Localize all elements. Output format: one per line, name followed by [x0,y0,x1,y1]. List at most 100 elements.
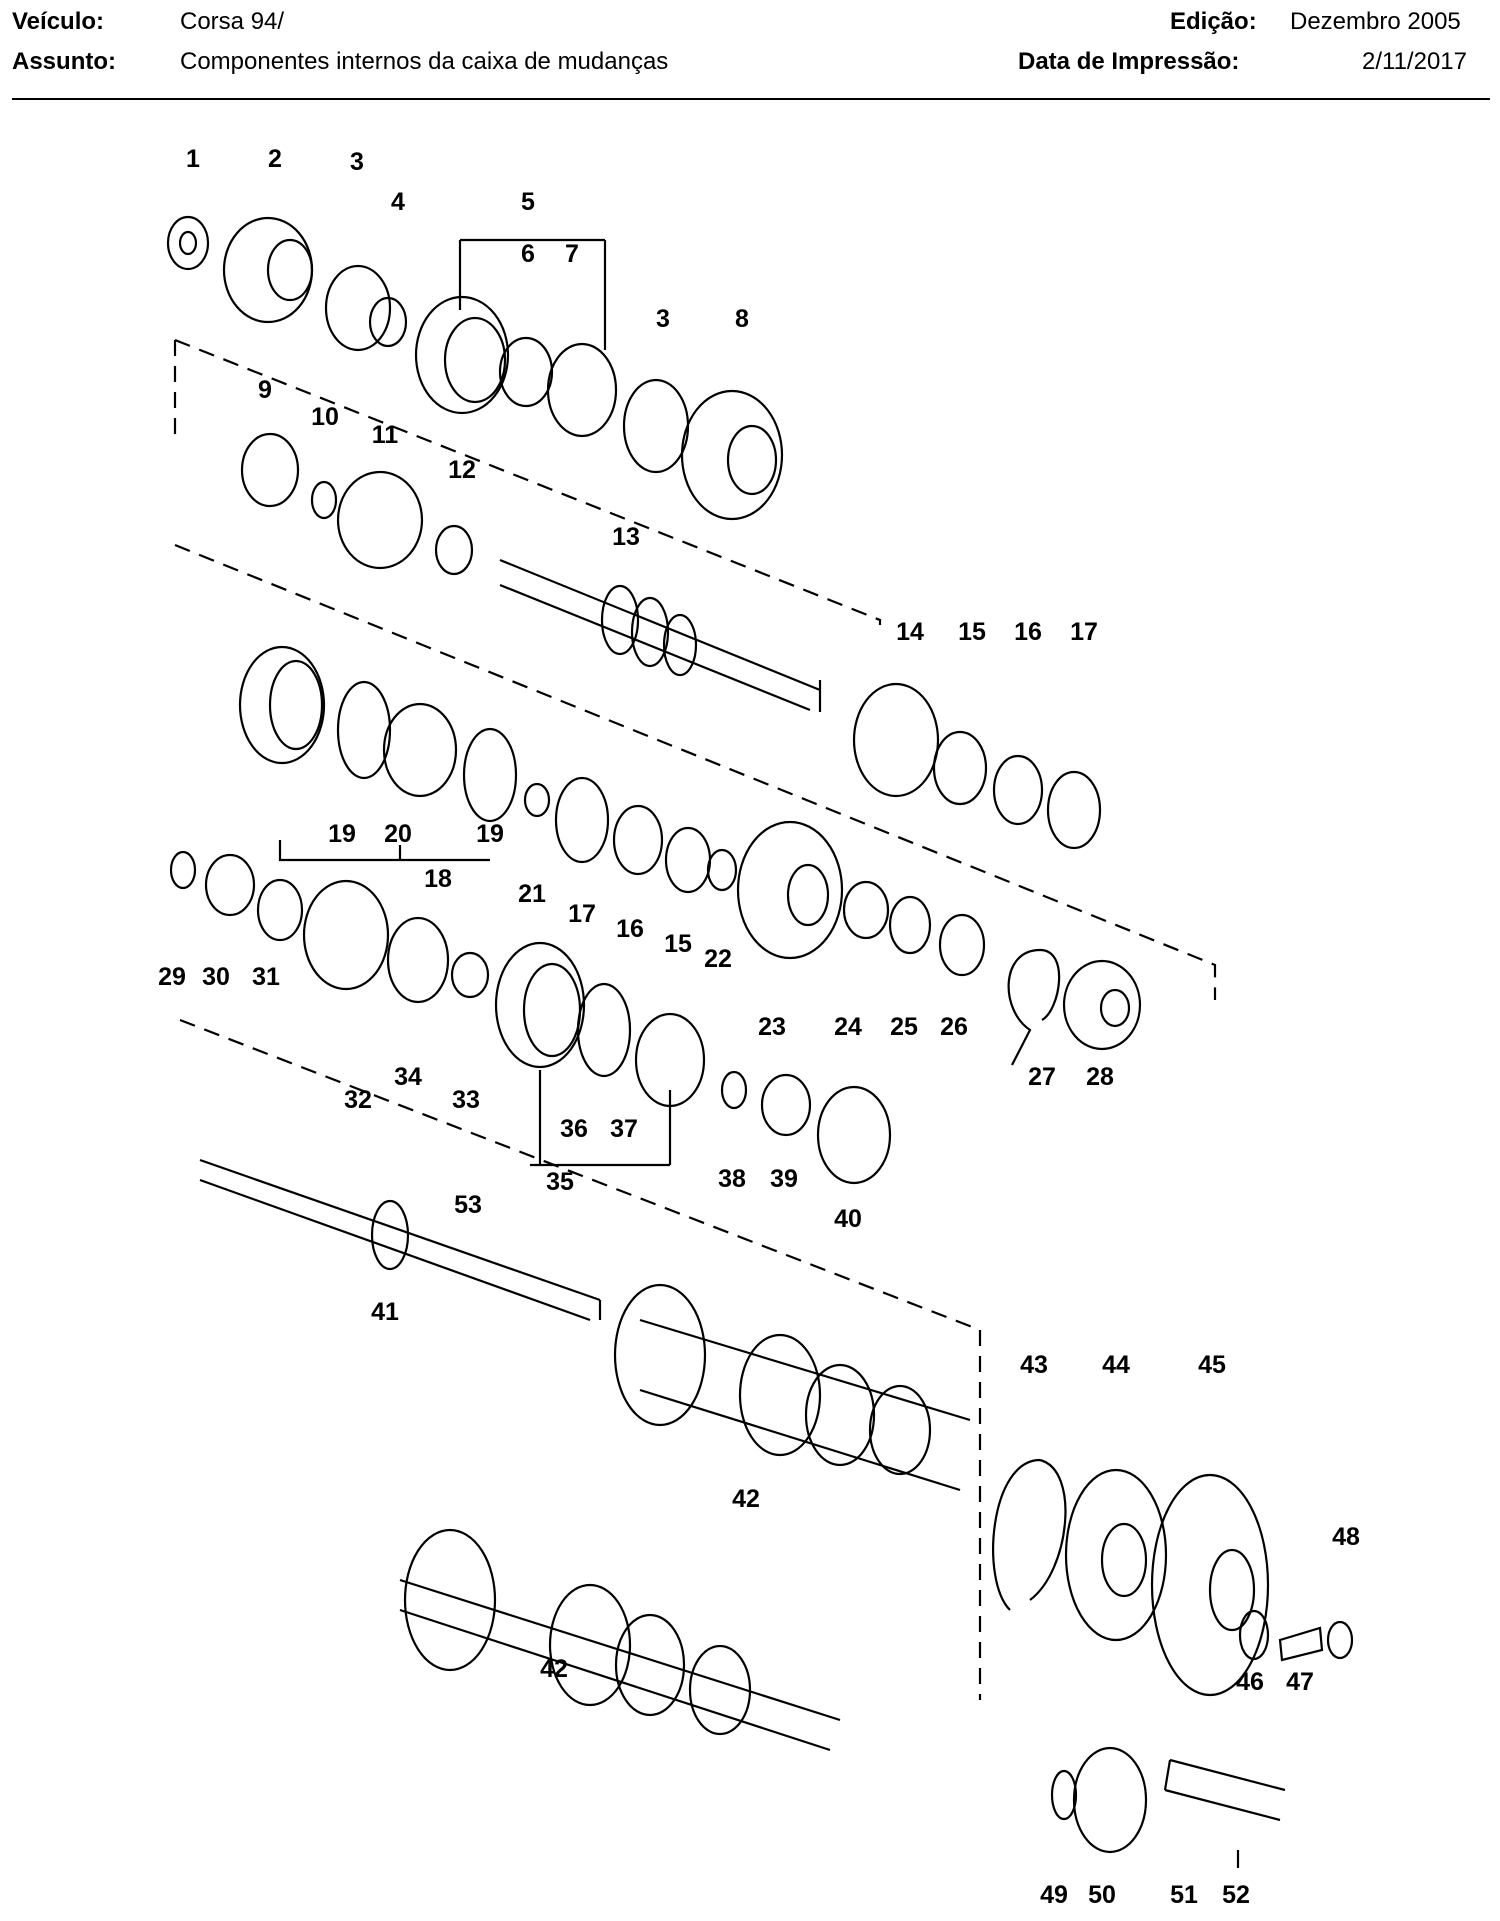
part-shaft-42b [399,1578,841,1752]
part-bolt-47 [1278,1626,1324,1662]
edition-value: Dezembro 2005 [1290,8,1461,35]
part-number-label: 41 [371,1298,399,1326]
part-spring-36 [576,982,632,1078]
part-clip-29 [169,850,197,890]
part-number-label: 52 [1222,1881,1250,1909]
part-number-label: 39 [770,1165,798,1193]
part-pin-51 [1163,1758,1286,1822]
part-number-label: 45 [1198,1351,1226,1379]
part-gear-23 [736,820,844,960]
part-number-label: 19 [328,820,356,848]
part-ring [622,378,690,474]
part-bearing-24 [842,880,890,940]
part-number-label: 36 [560,1115,588,1143]
part-number-label: 28 [1086,1063,1114,1091]
part-clip-10 [310,480,338,520]
part-number-label: 8 [735,305,749,333]
part-number-label: 17 [1070,618,1098,646]
part-number-label: 1 [186,145,200,173]
part-gear-45 [1150,1473,1270,1697]
part-clip-21 [523,782,551,818]
part-gear-8 [680,389,784,521]
part-number-label: 48 [1332,1523,1360,1551]
part-number-label: 11 [372,421,399,449]
subject-value: Componentes internos da caixa de mudança… [180,48,669,75]
part-washer-31 [256,878,304,942]
part-bearing-30 [204,853,256,917]
part-number-label: 21 [518,880,546,908]
part-sync-ring [324,264,392,352]
part-ring-16 [992,754,1044,826]
part-ring-16b [612,804,664,876]
part-number-label: 46 [1236,1668,1264,1696]
part-clip-38 [720,1070,748,1110]
part-number-label: 26 [940,1013,968,1041]
part-shaft-41 [199,1158,602,1322]
print-date-label: Data de Impressão: [1018,48,1240,75]
part-washer-25 [888,895,932,955]
part-number-label: 33 [452,1086,480,1114]
part-number-label: 15 [958,618,986,646]
diagram-artwork [166,215,1354,1868]
header-rule [12,98,1490,100]
part-shaft-13 [499,558,822,712]
part-number-label: 31 [252,963,280,991]
part-number-label: 24 [834,1013,862,1041]
part-number-label: 3 [350,148,364,176]
part-number-label: 29 [158,963,186,991]
vehicle-value: Corsa 94/ [180,8,285,35]
part-number-label: 38 [718,1165,746,1193]
part-number-label: 25 [890,1013,918,1041]
part-circlip-27 [1007,948,1061,1066]
part-washer-22 [706,848,738,892]
part-number-label: 10 [311,403,339,431]
part-ring-34 [386,916,450,1004]
part-number-label: 22 [704,945,732,973]
part-bush-12 [434,524,474,576]
part-spring [498,336,554,408]
part-spring-19b [462,727,518,823]
part-number-label: 23 [758,1013,786,1041]
part-number-label: 2 [268,145,282,173]
part-gear-32 [302,879,390,991]
part-number-label: 12 [448,456,476,484]
part-number-label: 51 [1170,1881,1198,1909]
part-clip-46 [1238,1609,1270,1661]
part-number-label: 32 [344,1086,372,1114]
part-number-label: 14 [896,618,924,646]
part-number-label: 6 [521,240,535,268]
part-bearing-28 [1062,959,1142,1051]
part-number-label: 4 [391,188,405,216]
part-number-label: 13 [612,523,640,551]
part-washer-49 [1050,1769,1078,1821]
part-number-label: 18 [424,865,452,893]
edition-label: Edição: [1170,8,1257,35]
part-number-label: 44 [1102,1351,1130,1379]
part-bearing-40 [816,1085,892,1185]
part-sleeve-left [238,645,326,765]
part-number-label: 16 [616,915,644,943]
part-number-label: 42 [540,1655,568,1683]
part-shaft-42 [639,1318,971,1492]
vehicle-label: Veículo: [12,8,105,35]
part-bearing-9 [240,432,300,508]
part-number-label: 43 [1020,1351,1048,1379]
part-number-label: 5 [521,188,535,216]
part-ring-15b [664,826,712,894]
part-hub-18 [382,702,458,798]
part-number-label: 37 [610,1115,638,1143]
part-number-label: 20 [384,820,412,848]
part-ring-15 [932,730,988,806]
part-bush-33 [450,951,490,999]
part-number-label: 17 [568,900,596,928]
part-number-label: 49 [1040,1881,1068,1909]
part-number-label: 53 [454,1191,482,1219]
part-sleeve-35 [494,941,586,1069]
part-number-label: 15 [664,930,692,958]
part-ring-17b [554,776,610,864]
part-washer-26 [938,913,986,977]
subject-label: Assunto: [12,48,116,75]
part-number-label: 9 [258,376,272,404]
